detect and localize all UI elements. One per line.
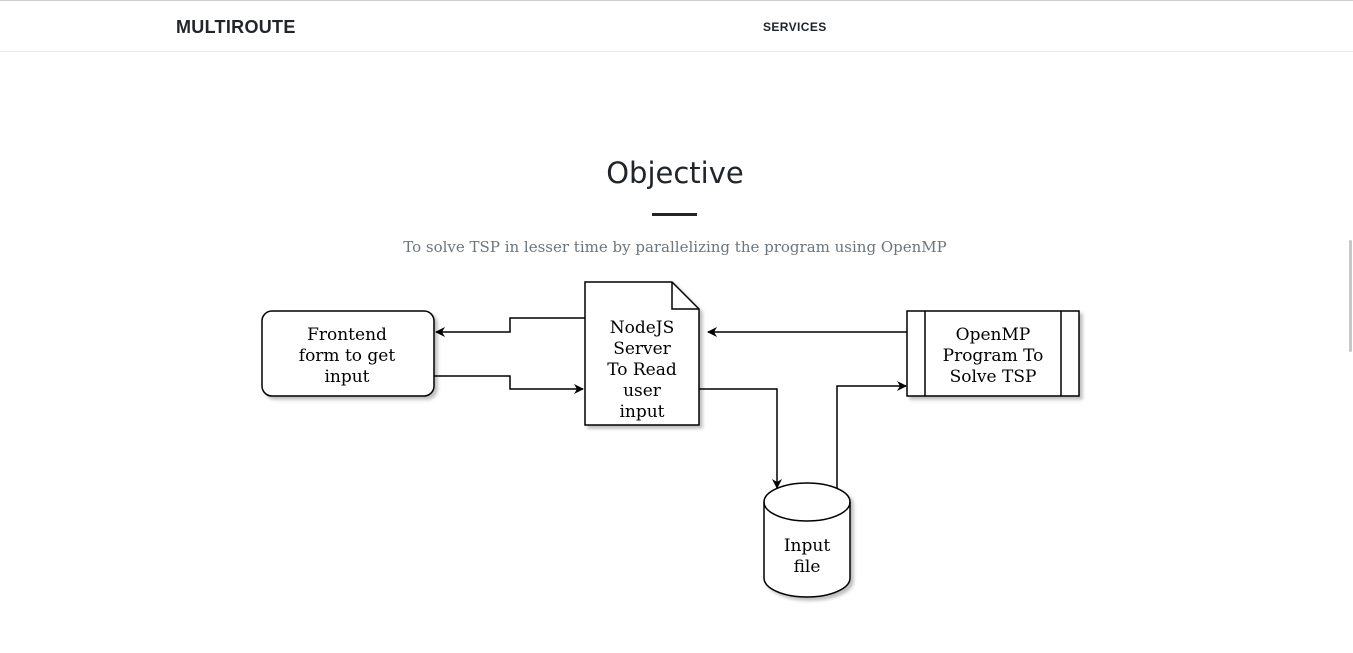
- arrow-server-to-inputfile: [699, 388, 782, 489]
- inputfile-line-1: Input: [784, 536, 830, 556]
- server-line-2: Server: [613, 339, 671, 359]
- brand-logo[interactable]: MULTIROUTE: [176, 17, 296, 37]
- frontend-line-1: Frontend: [307, 325, 387, 345]
- frontend-line-3: input: [324, 367, 369, 387]
- inputfile-line-2: file: [794, 557, 821, 577]
- section-subtitle: To solve TSP in lesser time by paralleli…: [403, 238, 947, 256]
- arrow-server-to-frontend: [435, 317, 585, 337]
- openmp-line-2: Program To: [943, 346, 1044, 366]
- server-line-3: To Read: [607, 360, 677, 380]
- scrollbar-thumb[interactable]: [1349, 240, 1352, 352]
- server-line-4: user: [623, 381, 662, 401]
- node-server: NodeJS Server To Read user input: [584, 281, 700, 426]
- window-top-border: [0, 0, 1353, 1]
- openmp-line-3: Solve TSP: [950, 367, 1037, 387]
- node-openmp: OpenMP Program To Solve TSP: [906, 310, 1080, 397]
- node-frontend: Frontend form to get input: [261, 310, 435, 397]
- navbar: MULTIROUTE SERVICES: [0, 1, 1353, 52]
- server-line-1: NodeJS: [610, 318, 675, 338]
- arrow-inputfile-to-openmp: [836, 381, 907, 488]
- section-title: Objective: [606, 156, 744, 190]
- nav-link-services[interactable]: SERVICES: [763, 20, 827, 34]
- title-divider: [652, 213, 697, 216]
- arrow-frontend-to-server: [434, 375, 584, 394]
- server-line-5: input: [619, 402, 664, 422]
- openmp-line-1: OpenMP: [956, 325, 1031, 345]
- frontend-line-2: form to get: [299, 346, 396, 366]
- node-inputfile: Input file: [763, 482, 851, 598]
